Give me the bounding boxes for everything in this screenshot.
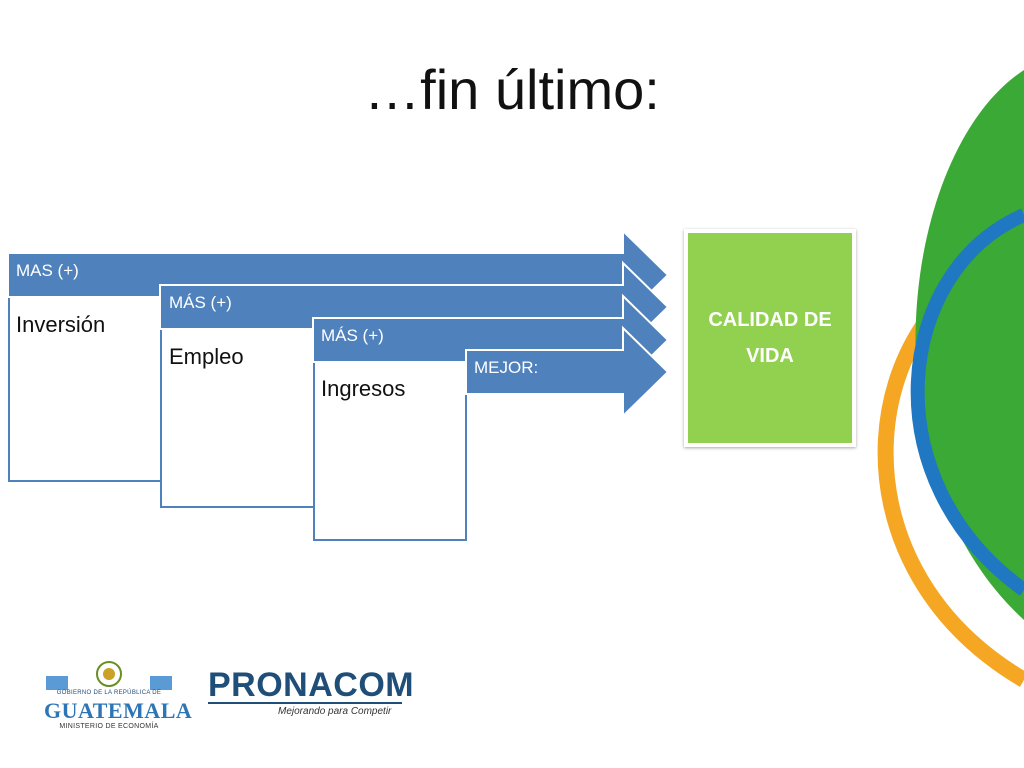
box-label-ingresos: Ingresos <box>321 376 406 401</box>
result-line-1: CALIDAD DE <box>708 309 832 331</box>
box-label-empleo: Empleo <box>169 344 244 369</box>
pronacom-name: PRONACOM <box>208 666 415 704</box>
result-box-fill: CALIDAD DE VIDA <box>688 233 852 443</box>
arrow-3-label: MÁS (+) <box>321 326 384 345</box>
guatemala-logo: GOBIERNO DE LA REPÚBLICA DE GUATEMALA MI… <box>44 660 193 732</box>
arrow-1-label: MAS (+) <box>16 261 79 280</box>
white-inner-curve <box>942 260 1024 560</box>
step-box-inversion <box>8 296 168 482</box>
result-box: CALIDAD DE VIDA <box>684 229 856 447</box>
arrow-4-label: MEJOR: <box>474 358 539 377</box>
pronacom-tagline: Mejorando para Competir <box>278 706 392 717</box>
arrow-2-label: MÁS (+) <box>169 293 232 312</box>
guatemala-top-text: GOBIERNO DE LA REPÚBLICA DE <box>56 690 162 696</box>
blue-curve <box>910 208 1024 596</box>
arrow-4 <box>465 325 670 419</box>
result-line-2: VIDA <box>746 345 794 367</box>
step-box-empleo <box>160 328 320 508</box>
pronacom-logo: PRONACOM Mejorando para Competir <box>206 664 414 720</box>
result-text: CALIDAD DE VIDA <box>700 302 840 374</box>
box-label-inversion: Inversión <box>16 312 106 337</box>
slide-title: …fin último: <box>364 58 660 121</box>
guatemala-name: GUATEMALA <box>44 698 193 723</box>
guatemala-emblem-icon <box>46 661 172 690</box>
pronacom-underline <box>208 702 402 704</box>
guatemala-sub-text: MINISTERIO DE ECONOMÍA <box>59 723 159 730</box>
step-box-ingresos <box>313 361 467 541</box>
